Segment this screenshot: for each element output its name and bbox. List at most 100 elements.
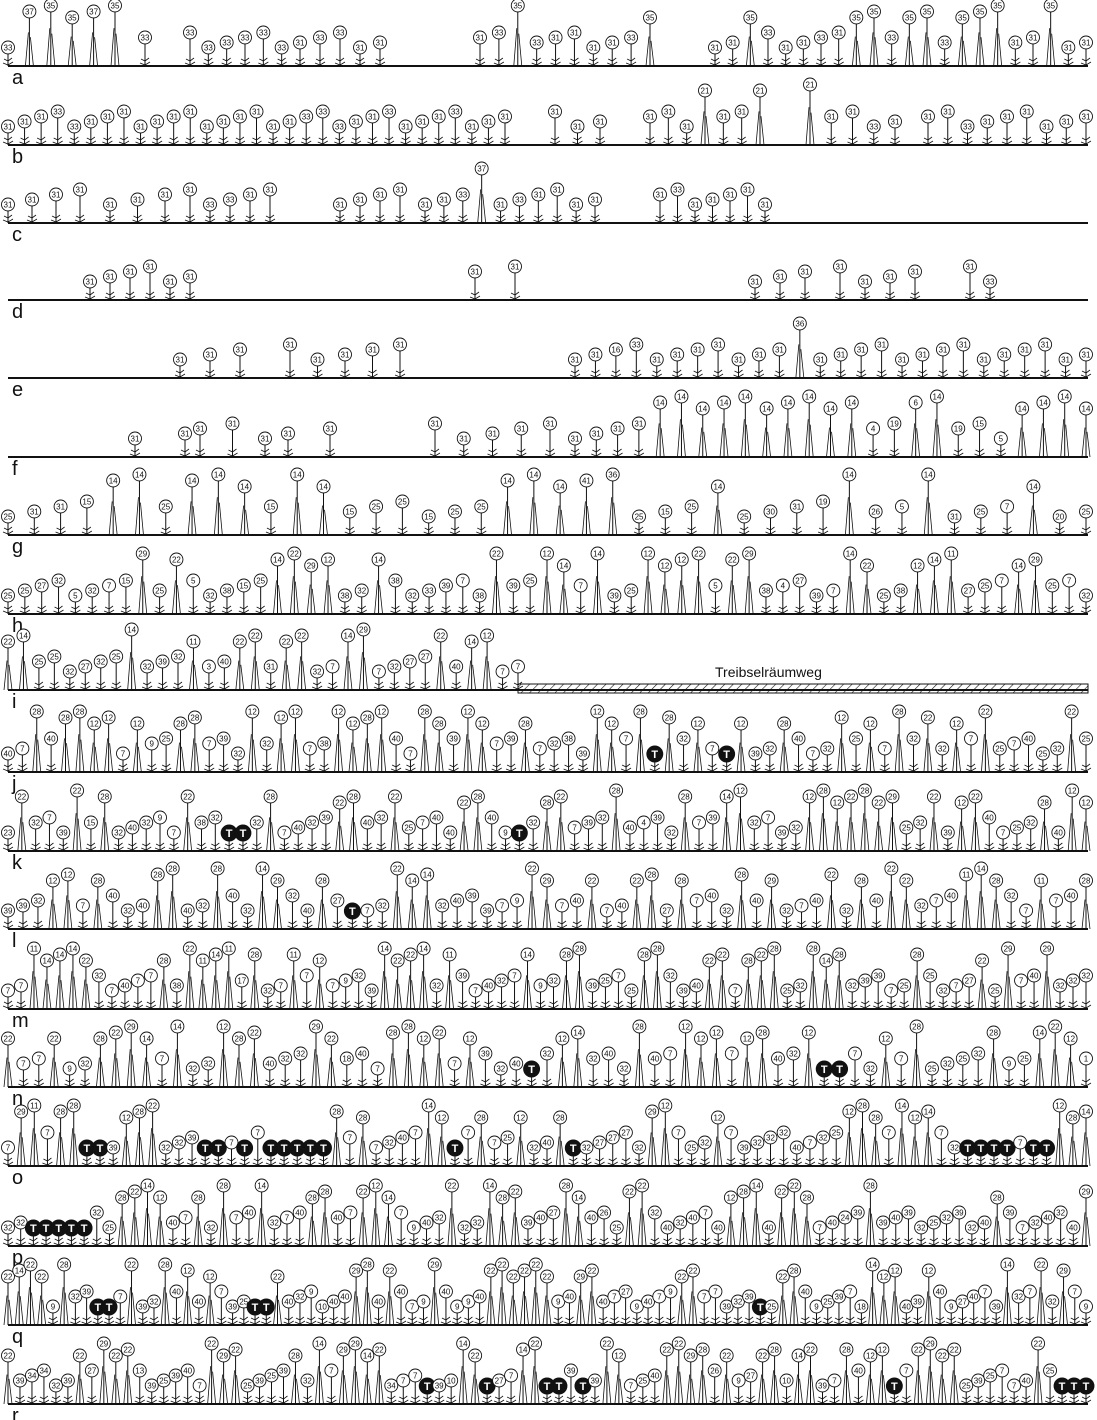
plant-7: 7 xyxy=(361,904,374,929)
species-code: 31 xyxy=(734,356,743,365)
species-code: 31 xyxy=(131,435,140,444)
species-code: 7 xyxy=(118,1293,123,1302)
species-code: 14 xyxy=(556,483,565,492)
row-label: f xyxy=(12,458,18,480)
plant-32: 32 xyxy=(279,1052,292,1087)
plant-25: 25 xyxy=(1080,732,1093,772)
plant-32: 32 xyxy=(764,1131,777,1166)
species-code: 25 xyxy=(929,1219,938,1228)
plant-31: 31 xyxy=(366,110,379,145)
plant-25: 25 xyxy=(927,1216,940,1246)
species-code: 31 xyxy=(76,186,85,195)
species-code: 32 xyxy=(589,1055,598,1064)
species-code: 31 xyxy=(4,123,13,132)
plant-25: 25 xyxy=(610,1221,623,1246)
species-code: 14 xyxy=(1060,393,1069,402)
species-code: 32 xyxy=(1056,1209,1065,1218)
species-code: 31 xyxy=(646,113,655,122)
plant-14: 14 xyxy=(922,468,935,535)
species-code: 7 xyxy=(473,987,478,996)
species-code: 25 xyxy=(1048,582,1057,591)
species-code: 22 xyxy=(718,951,727,960)
transect-row-o: o7291172828TT39122822323239TT7T7TTTTT287… xyxy=(2,1099,1093,1189)
plant-12: 12 xyxy=(911,559,924,614)
species-code: 38 xyxy=(320,740,329,749)
species-code: 35 xyxy=(976,8,985,17)
plant-11: 11 xyxy=(27,942,40,1009)
species-code: 28 xyxy=(75,708,84,717)
plant-35: 35 xyxy=(644,11,657,66)
plant-31: 31 xyxy=(759,198,772,223)
plant-33: 33 xyxy=(275,41,288,66)
plant-32: 32 xyxy=(821,742,834,772)
species-code: 28 xyxy=(363,714,372,723)
plant-31: 31 xyxy=(1039,338,1052,378)
plant-5: 5 xyxy=(895,500,908,535)
plant-28: 28 xyxy=(560,1179,573,1246)
plant-22: 22 xyxy=(636,1179,649,1246)
plant-7: 7 xyxy=(116,747,129,772)
plant-31: 31 xyxy=(324,422,337,457)
plant-28: 28 xyxy=(475,1111,488,1166)
species-code: 7 xyxy=(494,740,499,749)
species-code: 7 xyxy=(160,1055,165,1064)
plant-14: 14 xyxy=(238,480,251,535)
plant-40: 40 xyxy=(648,1052,661,1087)
species-code: 32 xyxy=(943,1060,952,1069)
plant-28: 28 xyxy=(59,711,72,772)
species-code: 31 xyxy=(1082,113,1091,122)
species-code: 7 xyxy=(811,750,816,759)
plant-T: T xyxy=(101,1299,117,1325)
plant-12: 12 xyxy=(246,705,259,772)
species-code: 9 xyxy=(51,1303,56,1312)
plant-31: 31 xyxy=(334,198,347,223)
species-code: 33 xyxy=(222,39,231,48)
species-code: 28 xyxy=(677,877,686,886)
plant-40: 40 xyxy=(451,894,464,929)
plant-18: 18 xyxy=(340,1052,353,1087)
species-code: 31 xyxy=(534,191,543,200)
plant-32: 32 xyxy=(527,1141,540,1166)
species-code: 31 xyxy=(459,435,468,444)
plant-14: 14 xyxy=(422,1099,435,1166)
species-code: 33 xyxy=(817,34,826,43)
plant-22: 22 xyxy=(280,635,293,690)
species-code: 25 xyxy=(105,1224,114,1233)
species-code: 32 xyxy=(296,1293,305,1302)
species-code: 7 xyxy=(939,1129,944,1138)
plant-33: 33 xyxy=(938,36,951,66)
species-code: 32 xyxy=(666,972,675,981)
species-code: T xyxy=(723,749,730,761)
plant-28: 28 xyxy=(911,948,924,1009)
species-code: 7 xyxy=(516,663,521,672)
plant-9: 9 xyxy=(630,1300,643,1325)
plant-31: 31 xyxy=(825,110,838,145)
plant-40: 40 xyxy=(661,1221,674,1246)
plant-14: 14 xyxy=(1012,559,1025,614)
species-code: 38 xyxy=(340,592,349,601)
plant-7: 7 xyxy=(699,1206,712,1246)
plant-31: 31 xyxy=(752,348,765,378)
plant-11: 11 xyxy=(287,948,300,1009)
species-code: 28 xyxy=(857,877,866,886)
species-code: 32 xyxy=(94,972,103,981)
species-code: 39 xyxy=(740,1144,749,1153)
plant-28: 28 xyxy=(330,1105,343,1166)
species-code: 25 xyxy=(832,1129,841,1138)
plant-29: 29 xyxy=(271,874,284,929)
plant-31: 31 xyxy=(799,265,812,300)
species-code: 37 xyxy=(477,165,486,174)
species-code: 7 xyxy=(889,987,894,996)
species-code: 32 xyxy=(123,907,132,916)
plant-15: 15 xyxy=(422,510,435,535)
species-code: 22 xyxy=(847,793,856,802)
plant-14: 14 xyxy=(1058,390,1071,457)
species-code: 22 xyxy=(556,793,565,802)
species-code: 7 xyxy=(694,897,699,906)
species-code: 25 xyxy=(991,987,1000,996)
plant-40: 40 xyxy=(372,1295,385,1325)
plant-31: 31 xyxy=(1027,31,1040,66)
plant-33: 33 xyxy=(333,120,346,145)
species-code: 12 xyxy=(324,556,333,565)
species-code: 14 xyxy=(293,471,302,480)
